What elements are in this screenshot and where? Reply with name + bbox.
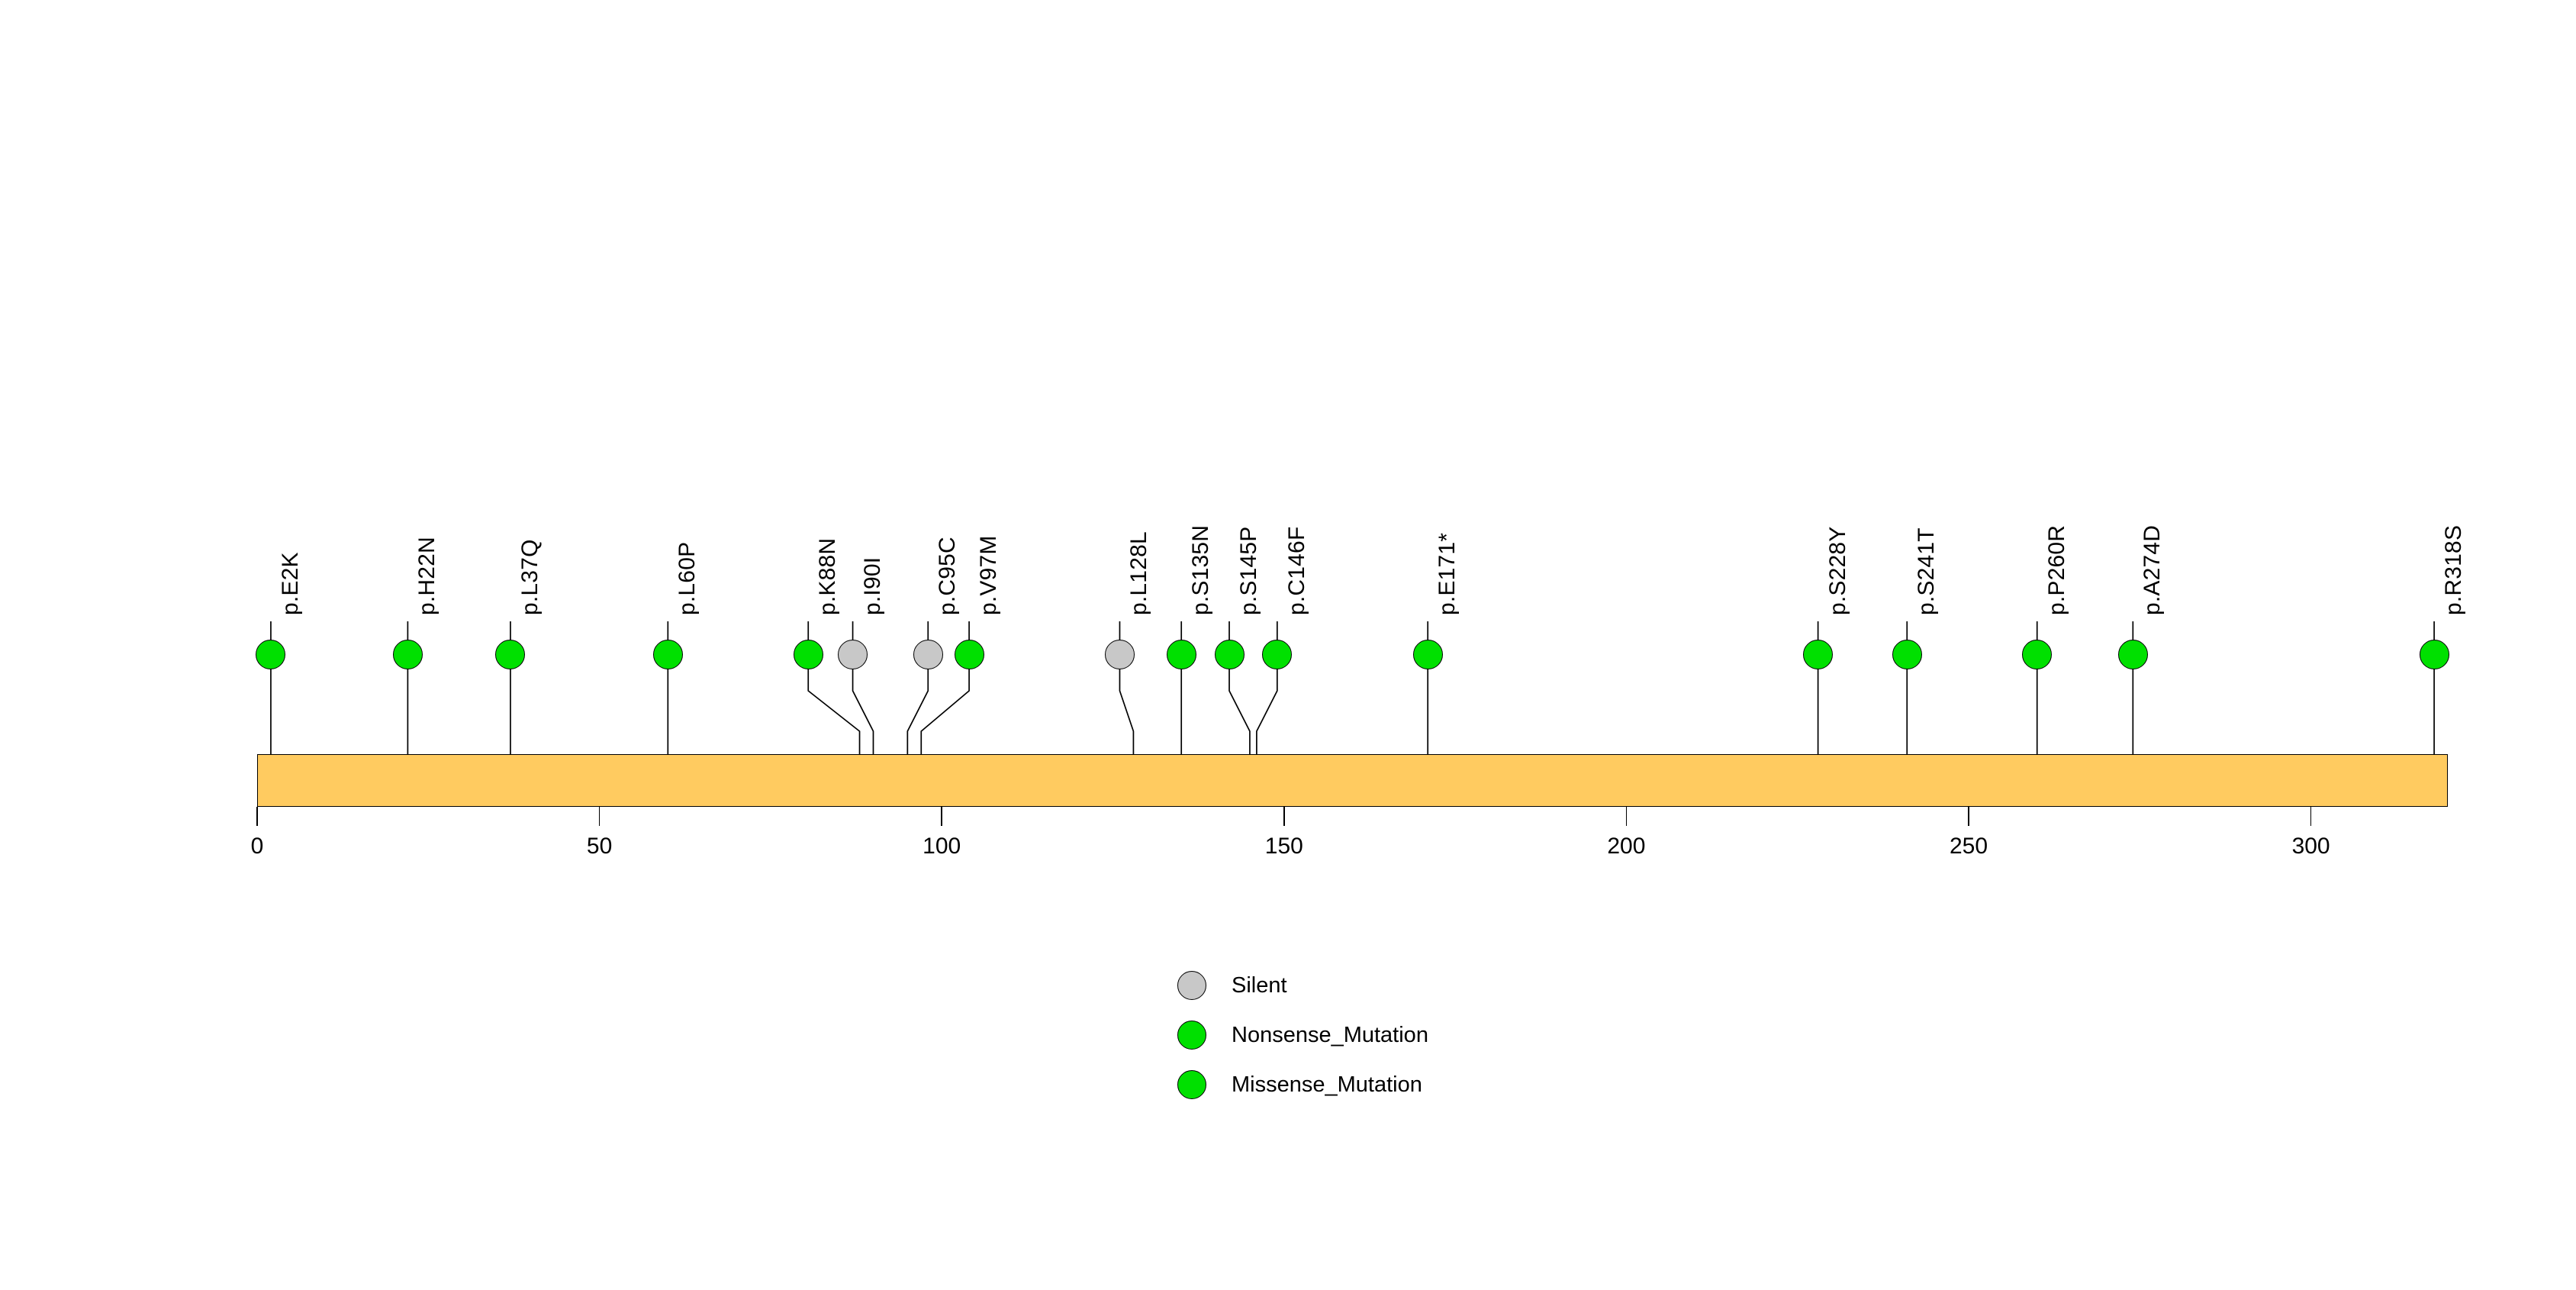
x-axis-tick xyxy=(256,807,258,826)
mutation-marker-pP260R[interactable] xyxy=(2022,639,2053,669)
mutation-label-pP260R: p.P260R xyxy=(2043,524,2069,615)
legend-swatch-silent xyxy=(1177,971,1206,1000)
mutation-label-pC95C: p.C95C xyxy=(935,537,961,615)
x-axis-tick xyxy=(1283,807,1285,826)
x-axis-tick xyxy=(1625,807,1628,826)
mutation-label-pL60P: p.L60P xyxy=(675,541,700,615)
mutation-marker-pE171[interactable] xyxy=(1412,639,1443,669)
x-axis-tick-label: 300 xyxy=(2291,834,2330,859)
mutation-label-pS135N: p.S135N xyxy=(1188,524,1214,615)
protein-domain-bar xyxy=(257,754,2449,807)
mutation-marker-pH22N[interactable] xyxy=(392,639,423,669)
mutation-marker-pS145P[interactable] xyxy=(1214,639,1245,669)
legend-item-missense_mutation[interactable]: Missense_Mutation xyxy=(1177,1070,1422,1099)
mutation-marker-pS135N[interactable] xyxy=(1166,639,1196,669)
legend-label-silent: Silent xyxy=(1232,972,1287,998)
mutation-marker-pL37Q[interactable] xyxy=(495,639,526,669)
x-axis-tick xyxy=(598,807,601,826)
mutation-marker-pS241T[interactable] xyxy=(1892,639,1922,669)
legend-item-nonsense_mutation[interactable]: Nonsense_Mutation xyxy=(1177,1021,1428,1050)
x-axis-tick-label: 0 xyxy=(250,834,264,859)
mutation-marker-pA274D[interactable] xyxy=(2117,639,2148,669)
mutation-label-pE2K: p.E2K xyxy=(277,552,303,615)
mutation-label-pS241T: p.S241T xyxy=(1914,527,1940,615)
mutation-marker-pE2K[interactable] xyxy=(256,639,286,669)
mutation-label-pA274D: p.A274D xyxy=(2140,524,2165,615)
mutation-marker-pV97M[interactable] xyxy=(954,639,984,669)
mutation-label-pL128L: p.L128L xyxy=(1126,531,1152,615)
mutation-label-pK88N: p.K88N xyxy=(815,537,841,615)
mutation-label-pC146F: p.C146F xyxy=(1283,526,1309,615)
mutation-marker-pC146F[interactable] xyxy=(1262,639,1293,669)
legend-item-silent[interactable]: Silent xyxy=(1177,971,1287,1000)
mutation-label-pE171: p.E171* xyxy=(1435,532,1460,615)
x-axis-tick-label: 250 xyxy=(1949,834,1988,859)
mutation-label-pV97M: p.V97M xyxy=(976,535,1002,615)
mutation-marker-pL128L[interactable] xyxy=(1104,639,1135,669)
x-axis-tick-label: 200 xyxy=(1607,834,1646,859)
mutation-marker-pI90I[interactable] xyxy=(838,639,868,669)
mutation-marker-pR318S[interactable] xyxy=(2419,639,2449,669)
mutation-marker-pL60P[interactable] xyxy=(652,639,683,669)
mutation-marker-pC95C[interactable] xyxy=(913,639,943,669)
legend-label-nonsense_mutation: Nonsense_Mutation xyxy=(1232,1022,1428,1047)
x-axis-tick xyxy=(2310,807,2312,826)
mutation-label-pH22N: p.H22N xyxy=(414,537,440,615)
mutation-label-pS228Y: p.S228Y xyxy=(1824,526,1850,616)
legend-swatch-nonsense_mutation xyxy=(1177,1021,1206,1050)
x-axis-tick-label: 150 xyxy=(1264,834,1303,859)
x-axis-tick xyxy=(941,807,942,826)
mutation-label-pI90I: p.I90I xyxy=(859,556,885,615)
mutation-marker-pS228Y[interactable] xyxy=(1803,639,1834,669)
x-axis-tick xyxy=(1968,807,1969,826)
x-axis-tick-label: 50 xyxy=(586,834,613,859)
mutation-marker-pK88N[interactable] xyxy=(793,639,823,669)
mutation-label-pR318S: p.R318S xyxy=(2441,524,2467,615)
mutation-label-pL37Q: p.L37Q xyxy=(517,539,543,615)
x-axis-tick-label: 100 xyxy=(923,834,961,859)
legend-swatch-missense_mutation xyxy=(1177,1070,1206,1099)
legend-label-missense_mutation: Missense_Mutation xyxy=(1232,1072,1422,1097)
mutation-label-pS145P: p.S145P xyxy=(1236,526,1262,616)
